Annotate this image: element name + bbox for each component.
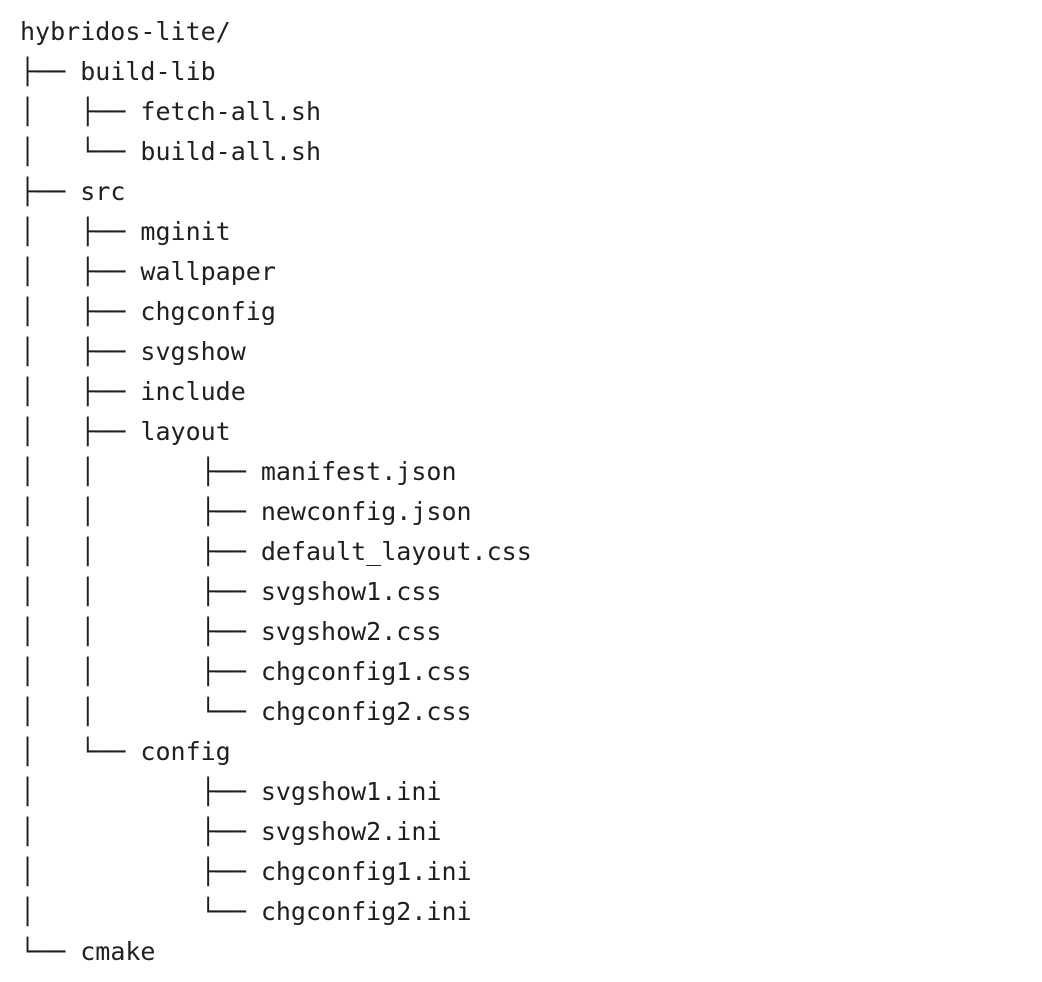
tree-entry: │ │ ├── manifest.json [20,452,532,492]
tree-entry: │ ├── chgconfig1.ini [20,852,532,892]
tree-connector: │ ├── [20,857,261,886]
entry-name: chgconfig [140,297,276,326]
entry-name: svgshow2.css [260,617,442,646]
tree-entry: │ ├── include [20,372,532,412]
tree-connector: │ │ └── [20,697,261,726]
entry-name: config [140,737,231,766]
tree-entry: │ └── chgconfig2.ini [20,892,532,932]
entry-name: mginit [140,217,231,246]
tree-connector: │ │ ├── [20,617,261,646]
tree-connector: │ ├── [20,817,261,846]
entry-name: svgshow1.css [260,577,442,606]
tree-connector: │ ├── [20,377,141,406]
tree-entry: │ │ ├── chgconfig1.css [20,652,532,692]
entry-name: svgshow1.ini [260,777,442,806]
tree-entry: ├── build-lib [20,52,532,92]
tree-connector: │ └── [20,737,141,766]
entry-name: chgconfig2.ini [260,897,472,926]
tree-entry: └── cmake [20,932,532,972]
entry-name: svgshow [140,337,246,366]
entry-name: svgshow2.ini [260,817,442,846]
entry-name: chgconfig1.css [260,657,472,686]
tree-entry: │ │ ├── svgshow1.css [20,572,532,612]
tree-entry: │ ├── svgshow [20,332,532,372]
tree-connector: │ ├── [20,337,141,366]
tree-connector: │ └── [20,137,141,166]
entry-name: wallpaper [140,257,276,286]
tree-entry: │ ├── wallpaper [20,252,532,292]
tree-connector: │ ├── [20,97,141,126]
tree-root: hybridos-lite/ [20,12,532,52]
entry-name: manifest.json [260,457,457,486]
entry-name: default_layout.css [260,537,532,566]
tree-entry: │ │ ├── svgshow2.css [20,612,532,652]
tree-connector: └── [20,937,81,966]
tree-entry: │ │ ├── newconfig.json [20,492,532,532]
tree-connector: │ ├── [20,257,141,286]
tree-connector: │ │ ├── [20,497,261,526]
tree-entry: │ ├── svgshow1.ini [20,772,532,812]
tree-entry: │ │ ├── default_layout.css [20,532,532,572]
tree-connector: │ └── [20,897,261,926]
tree-connector: │ ├── [20,217,141,246]
tree-entry: │ │ └── chgconfig2.css [20,692,532,732]
root-folder-name: hybridos-lite/ [20,17,231,46]
tree-entry: │ ├── layout [20,412,532,452]
entry-name: build-all.sh [140,137,322,166]
directory-tree: hybridos-lite/├── build-lib│ ├── fetch-a… [20,12,532,972]
tree-entry: │ ├── fetch-all.sh [20,92,532,132]
entry-name: layout [140,417,231,446]
tree-entry: ├── src [20,172,532,212]
tree-connector: ├── [20,57,81,86]
tree-entry: │ ├── chgconfig [20,292,532,332]
tree-connector: │ │ ├── [20,657,261,686]
tree-connector: │ │ ├── [20,537,261,566]
entry-name: chgconfig1.ini [260,857,472,886]
tree-connector: │ ├── [20,297,141,326]
tree-entry: │ └── build-all.sh [20,132,532,172]
entry-name: chgconfig2.css [260,697,472,726]
tree-entry: │ └── config [20,732,532,772]
entry-name: src [80,177,126,206]
tree-connector: ├── [20,177,81,206]
tree-connector: │ ├── [20,777,261,806]
entry-name: build-lib [80,57,216,86]
tree-connector: │ │ ├── [20,457,261,486]
tree-connector: │ ├── [20,417,141,446]
entry-name: fetch-all.sh [140,97,322,126]
entry-name: include [140,377,246,406]
tree-entry: │ ├── mginit [20,212,532,252]
entry-name: cmake [80,937,156,966]
entry-name: newconfig.json [260,497,472,526]
tree-entry: │ ├── svgshow2.ini [20,812,532,852]
tree-connector: │ │ ├── [20,577,261,606]
